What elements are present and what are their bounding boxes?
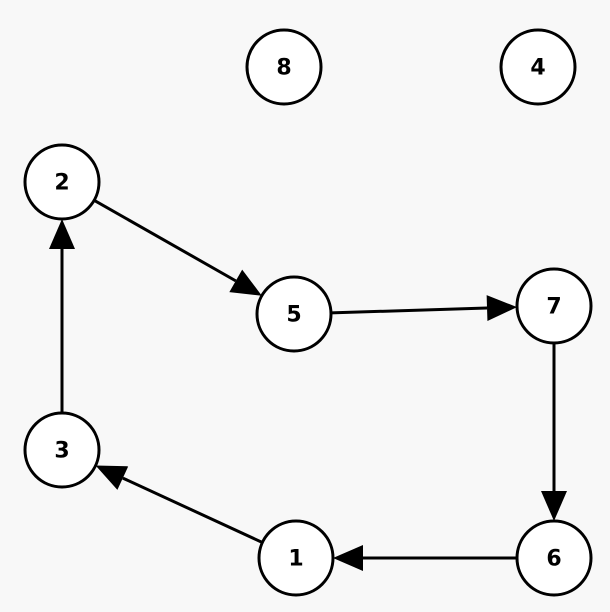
node-circle — [515, 519, 593, 597]
edge-line — [330, 306, 488, 315]
node-circle — [255, 275, 333, 353]
arrowhead-icon — [333, 545, 363, 571]
arrowhead-icon — [49, 219, 75, 249]
arrowhead-icon — [229, 269, 262, 296]
node-circle — [515, 267, 593, 345]
node-2: 2 — [23, 143, 101, 221]
edge-6-to-1 — [333, 545, 517, 571]
node-label: 7 — [546, 295, 561, 320]
node-circle — [257, 519, 335, 597]
node-label: 3 — [54, 439, 69, 464]
node-6: 6 — [515, 519, 593, 597]
arrowhead-icon — [486, 295, 518, 322]
node-label: 1 — [288, 547, 303, 572]
node-label: 8 — [276, 56, 291, 81]
edges-layer — [49, 198, 567, 571]
arrowhead-icon — [541, 491, 567, 521]
edge-2-to-5 — [93, 198, 262, 296]
edge-7-to-6 — [541, 343, 567, 521]
node-circle — [23, 143, 101, 221]
node-5: 5 — [255, 275, 333, 353]
node-8: 8 — [245, 28, 323, 106]
node-label: 5 — [286, 303, 301, 328]
node-3: 3 — [23, 411, 101, 489]
nodes-layer: 8 4 2 5 7 3 1 6 — [23, 28, 593, 597]
arrowhead-icon — [95, 465, 129, 490]
node-circle — [23, 411, 101, 489]
edge-line — [122, 476, 264, 544]
node-4: 4 — [499, 28, 577, 106]
node-circle — [499, 28, 577, 106]
edge-5-to-7 — [330, 295, 518, 322]
node-label: 2 — [54, 171, 69, 196]
edge-1-to-3 — [95, 465, 264, 544]
node-label: 4 — [530, 56, 545, 81]
edge-line — [93, 198, 237, 283]
node-label: 6 — [546, 547, 561, 572]
node-7: 7 — [515, 267, 593, 345]
edge-3-to-2 — [49, 219, 75, 413]
node-circle — [245, 28, 323, 106]
node-1: 1 — [257, 519, 335, 597]
